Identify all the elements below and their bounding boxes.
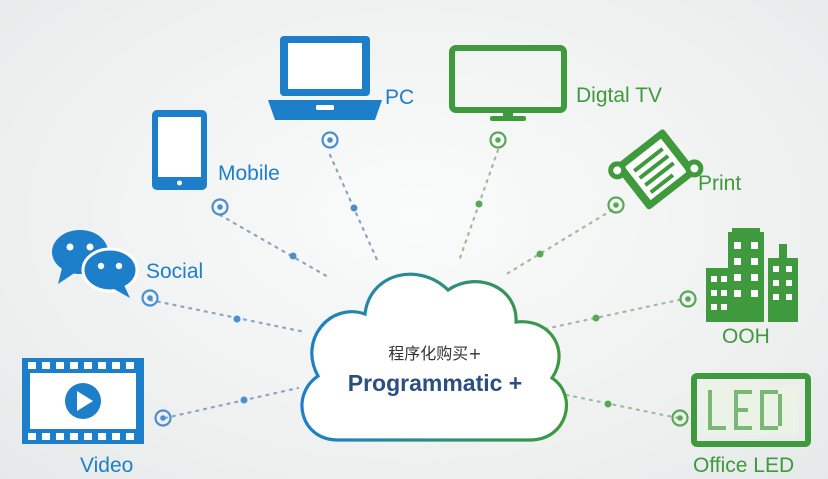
cloud-title-cn: 程序化购买+ bbox=[388, 344, 482, 363]
label-ooh: OOH bbox=[722, 325, 770, 348]
tablet-icon bbox=[152, 110, 207, 190]
cloud-shape bbox=[300, 272, 569, 442]
connector-office-led bbox=[550, 390, 680, 420]
endpoint-rings bbox=[141, 131, 697, 427]
ring-mobile bbox=[211, 198, 229, 216]
connector-mobile bbox=[218, 213, 332, 280]
led-screen-icon bbox=[691, 373, 811, 447]
video-film-icon bbox=[22, 358, 144, 444]
label-video: Video bbox=[80, 454, 134, 477]
label-social: Social bbox=[146, 260, 204, 283]
print-scroll-icon bbox=[608, 129, 704, 210]
connector-video bbox=[163, 386, 300, 420]
tv-icon bbox=[449, 45, 567, 121]
buildings-icon bbox=[706, 228, 798, 322]
cloud-title-en: Programmatic + bbox=[347, 370, 523, 396]
ring-pc bbox=[321, 131, 339, 149]
ring-digital-tv bbox=[489, 131, 507, 149]
connector-print bbox=[503, 208, 614, 277]
label-office-led: Office LED bbox=[693, 454, 795, 477]
ring-video bbox=[154, 409, 172, 427]
label-print: Print bbox=[698, 172, 742, 195]
connector-ooh bbox=[538, 296, 690, 332]
label-pc: PC bbox=[385, 86, 415, 109]
chat-bubbles-icon bbox=[52, 230, 139, 298]
label-mobile: Mobile bbox=[218, 162, 280, 185]
ring-office-led bbox=[671, 409, 689, 427]
label-digital-tv: Digtal TV bbox=[576, 84, 662, 107]
ring-print bbox=[607, 196, 625, 214]
connector-dots bbox=[233, 200, 612, 408]
ring-ooh bbox=[679, 290, 697, 308]
ring-social bbox=[141, 289, 159, 307]
laptop-icon bbox=[268, 36, 382, 120]
connector-social bbox=[148, 298, 307, 334]
